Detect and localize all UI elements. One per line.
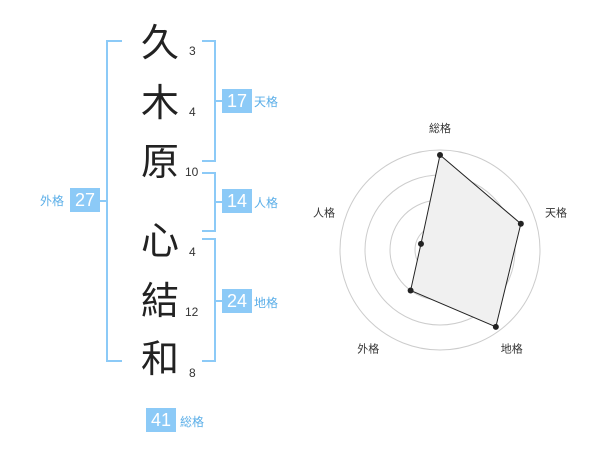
radar-point-4 [417, 240, 424, 247]
chikaku-label: 地格 [254, 296, 279, 310]
stroke-count-5: 12 [185, 305, 199, 319]
name-char-1: 久 [140, 21, 179, 65]
name-char-2: 木 [140, 81, 179, 125]
gaikaku-label: 外格 [40, 194, 65, 208]
soukaku-label: 総格 [180, 415, 205, 429]
stroke-count-1: 3 [189, 44, 196, 58]
radar-point-0 [437, 152, 443, 158]
radar-point-3 [407, 287, 414, 294]
name-char-5: 結 [140, 279, 179, 323]
stroke-count-4: 4 [189, 245, 196, 259]
radar-axis-label-1: 天格 [545, 205, 567, 219]
chikaku-badge: 24 [222, 289, 252, 313]
tenkaku-label: 天格 [254, 95, 279, 109]
stroke-count-3: 10 [185, 165, 199, 179]
gaikaku-bracket-tick [98, 200, 106, 202]
radar-ring-4 [339, 149, 541, 351]
tenkaku-badge: 17 [222, 89, 252, 113]
radar-axis-label-0: 総格 [429, 121, 451, 135]
radar-axis-label-4: 人格 [313, 205, 335, 219]
name-char-4: 心 [140, 219, 179, 263]
radar-area [410, 154, 522, 328]
stroke-count-2: 4 [189, 105, 196, 119]
chikaku-bracket-tick [214, 300, 222, 302]
soukaku-badge: 41 [146, 408, 176, 432]
name-char-6: 和 [140, 337, 179, 381]
radar-point-1 [517, 220, 524, 227]
stroke-count-6: 8 [189, 366, 196, 380]
jinkaku-bracket-tick [214, 201, 222, 203]
radar-axis-label-2: 地格 [501, 342, 523, 356]
radar-point-2 [492, 323, 499, 330]
jinkaku-label: 人格 [254, 196, 279, 210]
radar-axis-label-3: 外格 [357, 342, 379, 356]
gaikaku-bracket [106, 40, 122, 362]
name-char-3: 原 [140, 140, 179, 184]
gaikaku-badge: 27 [70, 188, 100, 212]
jinkaku-badge: 14 [222, 189, 252, 213]
radar-points [407, 152, 524, 330]
tenkaku-bracket-tick [214, 100, 222, 102]
